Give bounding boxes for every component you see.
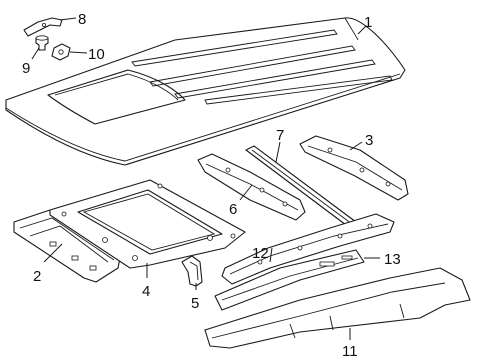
bracket-clip — [23, 17, 63, 37]
side-rail-inner — [214, 249, 365, 311]
leader-lines — [31, 17, 380, 340]
roof-bow — [197, 153, 306, 221]
callout-12: 12 — [252, 245, 269, 262]
sunroof-frame — [49, 179, 246, 269]
leader-8 — [59, 17, 77, 21]
leader-12 — [269, 247, 273, 263]
callout-2: 2 — [33, 268, 41, 285]
leader-1 — [357, 25, 367, 35]
square-nut — [51, 43, 71, 61]
leader-7 — [275, 141, 281, 163]
callout-1: 1 — [364, 14, 372, 31]
roof-side-rail-outer — [204, 267, 471, 349]
leader-2 — [43, 243, 63, 263]
roof-panel — [5, 17, 406, 166]
leader-10 — [69, 51, 88, 54]
rear-roof-bow — [299, 135, 409, 201]
roof-side-reinforcement — [221, 213, 395, 285]
leader-9 — [31, 47, 40, 60]
leader-6 — [239, 184, 253, 201]
callout-5: 5 — [191, 295, 199, 312]
callout-6: 6 — [229, 201, 237, 218]
callouts: 1 2 3 4 5 6 7 8 9 10 11 12 13 — [22, 11, 401, 360]
callout-9: 9 — [22, 60, 30, 77]
callout-8: 8 — [78, 11, 86, 28]
small-bracket — [181, 255, 203, 287]
push-retainer — [35, 35, 49, 51]
callout-4: 4 — [142, 283, 150, 300]
leader-3 — [349, 141, 363, 151]
callout-3: 3 — [365, 132, 373, 149]
callout-7: 7 — [276, 127, 284, 144]
callout-11: 11 — [342, 343, 358, 360]
callout-10: 10 — [88, 46, 105, 63]
callout-13: 13 — [384, 251, 401, 268]
